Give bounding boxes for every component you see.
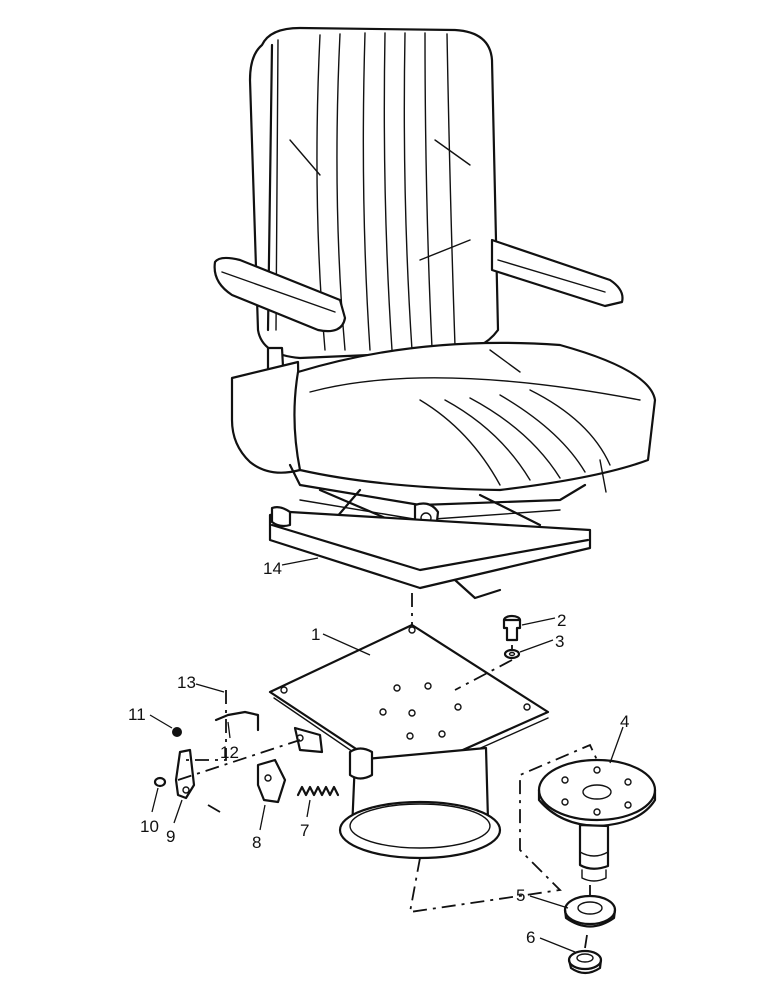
- callout-12: 12: [220, 743, 239, 762]
- callout-6: 6: [526, 928, 535, 947]
- leader-lines: [149, 557, 624, 953]
- callout-1: 1: [311, 625, 320, 644]
- seat-assembly: [213, 26, 657, 600]
- callout-13: 13: [177, 673, 196, 692]
- callout-9: 9: [166, 827, 175, 846]
- bearing: [563, 894, 617, 928]
- callout-8: 8: [252, 833, 261, 852]
- swivel-flange: [537, 758, 657, 882]
- callout-14: 14: [263, 559, 282, 578]
- callout-labels: 1 2 3 4 5 6 7 8 9 10 11 12 13 14: [128, 559, 629, 947]
- washer: [503, 648, 521, 660]
- callout-7: 7: [300, 821, 309, 840]
- callout-3: 3: [555, 632, 564, 651]
- latch-mechanism: [153, 710, 340, 804]
- callout-4: 4: [620, 712, 629, 731]
- callout-5: 5: [516, 886, 525, 905]
- pedestal: [338, 746, 502, 860]
- callout-11: 11: [128, 705, 146, 724]
- assembly-centerlines: [186, 593, 598, 949]
- nut: [567, 949, 603, 975]
- bolt: [502, 614, 522, 642]
- callout-10: 10: [140, 817, 159, 836]
- callout-2: 2: [557, 611, 566, 630]
